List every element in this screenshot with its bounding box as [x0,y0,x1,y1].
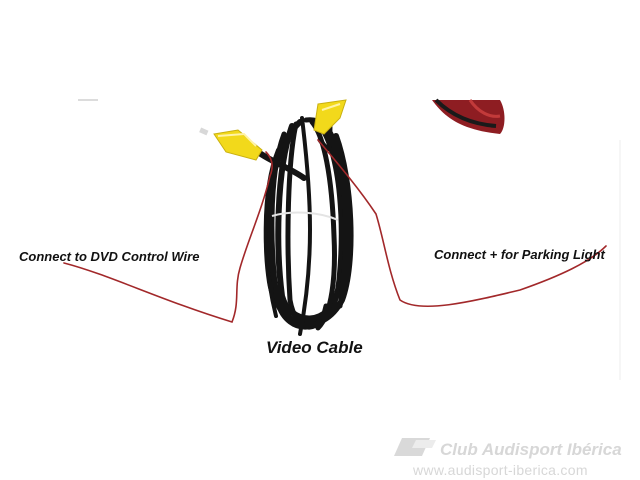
dvd-control-wire-label: Connect to DVD Control Wire [19,249,200,264]
watermark-title: Club Audisport Ibérica [440,440,622,459]
rca-plug-top [313,99,347,135]
cable-tie [271,211,339,221]
cable-bundle-top-right [432,98,505,134]
video-cable-label: Video Cable [266,338,363,357]
rca-plug-left [199,127,263,161]
watermark-url: www.audisport-iberica.com [413,462,588,478]
control-wire [63,139,607,323]
watermark-logo-mark [394,438,436,456]
coiled-cable [255,116,354,336]
parking-light-label: Connect + for Parking Light [434,247,605,262]
